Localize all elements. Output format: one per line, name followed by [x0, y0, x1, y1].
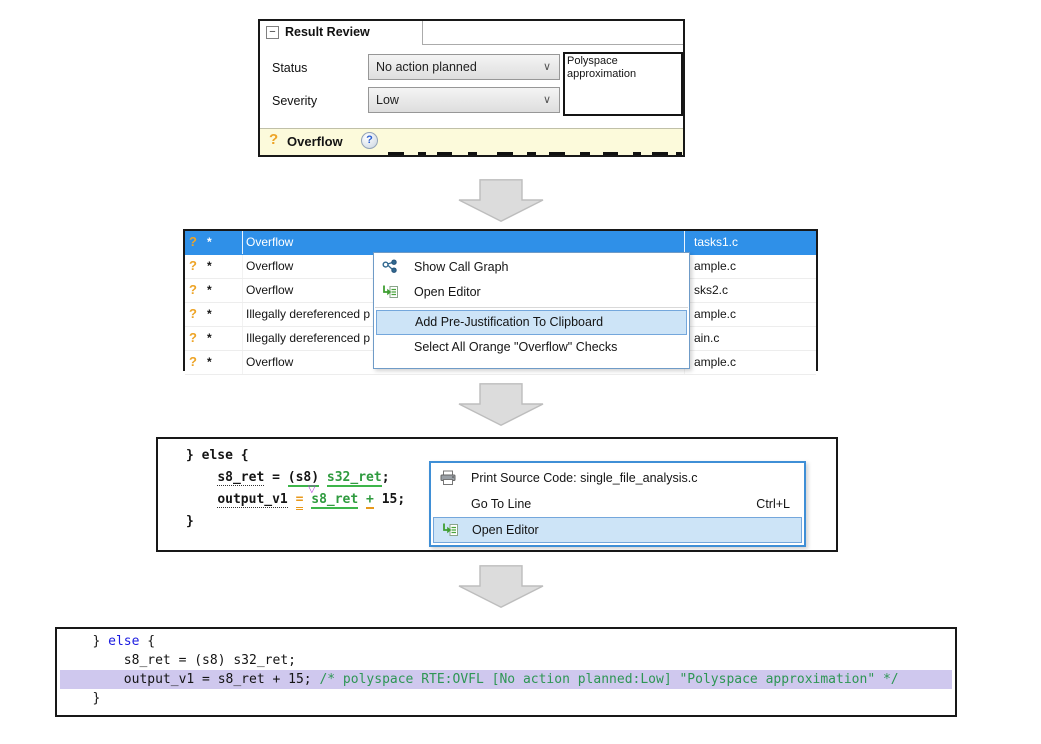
file-cell: sks2.c [684, 279, 816, 302]
orange-check-icon: ? [189, 234, 197, 249]
flag-asterisk: * [207, 283, 212, 297]
clipped-text-marks [260, 150, 683, 155]
context-menu-item[interactable]: Show Call Graph [374, 255, 689, 280]
clipped-text-mark [549, 152, 565, 155]
file-cell: ample.c [684, 303, 816, 326]
result-review-panel: − Result Review Status No action planned… [258, 19, 685, 157]
code-line: } [186, 514, 194, 529]
severity-value: Low [376, 93, 399, 107]
flag-asterisk: * [207, 355, 212, 369]
clipped-text-mark [652, 152, 668, 155]
source-code: } else { s8_ret = (s8) s32_ret; output_v… [186, 445, 405, 533]
check-name-cell: Illegally dereferenced p [242, 327, 684, 350]
panel-title: Result Review [285, 25, 370, 39]
code-line: } else { [186, 448, 249, 463]
comment-box[interactable]: Polyspace approximation [563, 52, 683, 116]
clipped-text-mark [497, 152, 513, 155]
clipped-text-mark [527, 152, 536, 155]
clipped-text-mark [468, 152, 477, 155]
annotated-code: } else { s8_ret = (s8) s32_ret; output_v… [60, 632, 952, 708]
orange-check-icon: ? [269, 131, 279, 148]
collapse-icon[interactable]: − [266, 26, 279, 39]
orange-check-icon: ? [189, 354, 197, 369]
context-menu-item[interactable]: Go To Line Ctrl+L [431, 491, 804, 517]
clipped-text-mark [418, 152, 426, 155]
check-name-cell: Overflow [242, 279, 684, 302]
status-label: Status [272, 61, 308, 75]
printer-icon [439, 469, 457, 486]
check-name-cell: Overflow [242, 231, 684, 254]
overflow-tooltip-marker-icon: ▽ [308, 484, 316, 495]
code-line: } else { [69, 634, 156, 649]
clipped-text-mark [633, 152, 641, 155]
status-value: No action planned [376, 60, 477, 74]
menu-item-label: Go To Line [471, 497, 532, 511]
check-name-cell: Overflow [242, 351, 684, 374]
code-line: s8_ret = (s8) s32_ret; [69, 653, 296, 668]
help-icon[interactable]: ? [361, 132, 378, 149]
flag-asterisk: * [207, 331, 212, 345]
clipped-text-mark [676, 152, 682, 155]
menu-shortcut: Ctrl+L [756, 497, 790, 511]
chevron-down-icon: ∨ [542, 61, 551, 73]
file-cell: tasks1.c [684, 231, 816, 254]
flow-arrow-down-icon [458, 565, 544, 608]
source-context-menu: Print Source Code: single_file_analysis.… [429, 461, 806, 547]
file-cell: ain.c [684, 327, 816, 350]
open-editor-icon [382, 284, 400, 301]
menu-item-label: Add Pre-Justification To Clipboard [415, 315, 604, 329]
orange-check-icon: ? [189, 330, 197, 345]
annotated-code-panel: } else { s8_ret = (s8) s32_ret; output_v… [55, 627, 957, 717]
menu-item-label: Print Source Code: single_file_analysis.… [471, 471, 698, 485]
header-divider [422, 21, 423, 44]
flag-asterisk: * [207, 259, 212, 273]
menu-item-label: Select All Orange "Overflow" Checks [414, 340, 618, 354]
check-title: Overflow [287, 134, 343, 149]
code-line: output_v1 = s8_ret + 15; /* polyspace RT… [60, 670, 952, 689]
severity-dropdown[interactable]: Low ∨ [368, 87, 560, 113]
flow-arrow-down-icon [458, 179, 544, 222]
call-graph-icon [382, 259, 400, 276]
clipped-text-mark [388, 152, 404, 155]
severity-label: Severity [272, 94, 318, 108]
code-line: } [69, 691, 101, 706]
flow-arrow-down-icon [458, 383, 544, 426]
context-menu-item[interactable]: Select All Orange "Overflow" Checks [374, 335, 689, 360]
menu-separator [375, 307, 688, 308]
orange-check-icon: ? [189, 258, 197, 273]
header-divider [422, 44, 683, 45]
status-dropdown[interactable]: No action planned ∨ [368, 54, 560, 80]
clipped-text-mark [580, 152, 590, 155]
orange-check-icon: ? [189, 306, 197, 321]
flag-asterisk: * [207, 235, 212, 249]
clipped-text-mark [437, 152, 452, 155]
file-cell: ample.c [684, 351, 816, 374]
chevron-down-icon: ∨ [542, 94, 551, 106]
comment-text: Polyspace approximation [567, 55, 637, 80]
orange-check-icon: ? [189, 282, 197, 297]
flag-asterisk: * [207, 307, 212, 321]
menu-item-label: Open Editor [472, 523, 539, 537]
file-cell: ample.c [684, 255, 816, 278]
clipped-text-mark [603, 152, 618, 155]
code-line: s8_ret = (s8) s32_ret; [217, 470, 390, 487]
menu-item-label: Show Call Graph [414, 260, 509, 274]
context-menu-item[interactable]: Open Editor [433, 517, 802, 543]
context-menu-item[interactable]: Add Pre-Justification To Clipboard [376, 310, 687, 335]
menu-item-label: Open Editor [414, 285, 481, 299]
check-header-band: ? Overflow ? [260, 128, 683, 155]
open-editor-icon [442, 522, 460, 539]
context-menu-item[interactable]: Print Source Code: single_file_analysis.… [431, 465, 804, 491]
code-line: output_v1 = s8_ret + 15; [186, 489, 405, 511]
check-name-cell: Illegally dereferenced p [242, 303, 684, 326]
context-menu-item[interactable]: Open Editor [374, 280, 689, 305]
check-name-cell: Overflow [242, 255, 684, 278]
